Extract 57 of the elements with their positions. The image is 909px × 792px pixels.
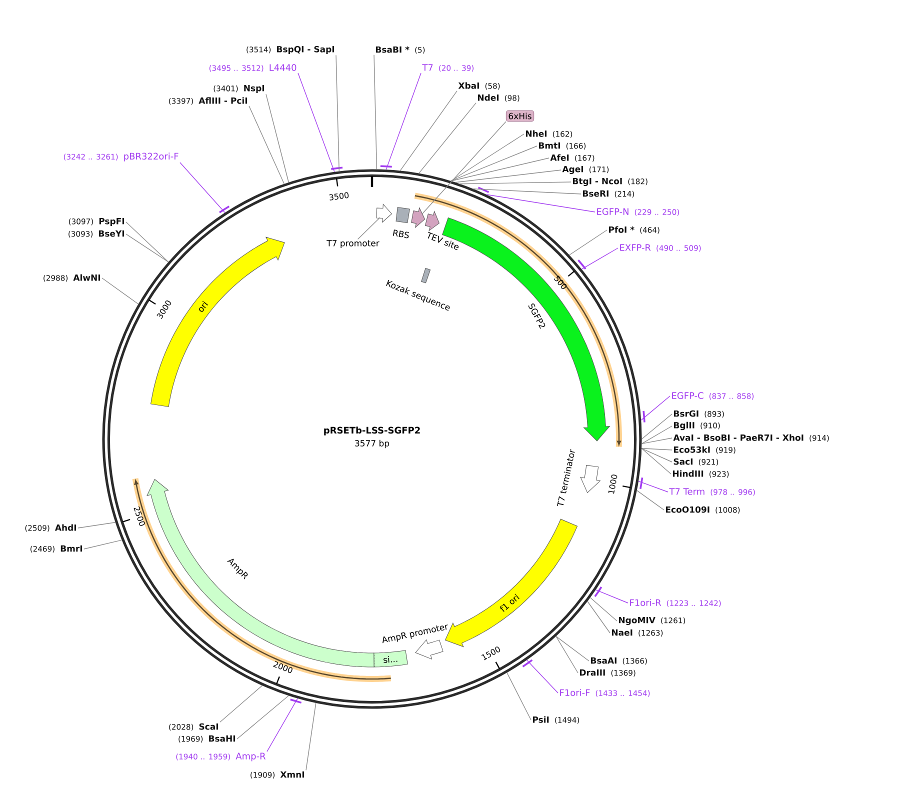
leader-line <box>180 162 226 214</box>
leader-line <box>266 698 298 752</box>
feature-pentagon <box>411 208 426 228</box>
tick-label: 500 <box>554 275 567 290</box>
leader-line <box>455 170 562 183</box>
leader-line <box>422 121 506 214</box>
leader-line <box>587 601 610 634</box>
leader-line <box>460 182 572 184</box>
leader-line <box>526 660 558 694</box>
plasmid-size: 3577 bp <box>355 440 390 448</box>
feature-segment: si... <box>373 650 408 668</box>
leader-line <box>450 146 538 182</box>
leader-line <box>595 590 628 604</box>
leader-line <box>556 636 590 662</box>
leader-line <box>556 636 578 674</box>
leader-line <box>641 426 672 444</box>
leader-line <box>220 685 263 722</box>
leader-line <box>386 72 422 170</box>
leader-line <box>126 234 169 262</box>
leader-line <box>641 414 672 440</box>
leader-line <box>78 522 116 528</box>
leader-line <box>126 222 169 262</box>
tick-label: 1000 <box>608 474 618 494</box>
leader-line <box>102 278 139 304</box>
feature-label: T7 promoter <box>326 240 380 248</box>
leader-line <box>641 448 672 462</box>
leader-line <box>472 188 582 194</box>
leader-line <box>450 158 550 182</box>
leader-line <box>418 102 476 174</box>
leader-line <box>568 230 608 256</box>
leader-line <box>248 106 285 184</box>
leader-line <box>306 702 316 771</box>
feature-pentagon <box>376 204 392 222</box>
leader-line <box>374 54 378 170</box>
feature-box: RBS <box>392 207 410 238</box>
leader-line <box>638 480 668 492</box>
leader-line <box>357 217 380 240</box>
leader-line <box>298 72 335 172</box>
leader-line <box>581 248 618 270</box>
leader-line <box>266 94 289 183</box>
leader-line <box>84 540 122 550</box>
leader-line <box>486 194 596 212</box>
feature-tag: 6xHis <box>506 110 534 122</box>
leader-line <box>506 672 532 720</box>
leader-line <box>236 695 289 740</box>
leader-line <box>641 448 672 474</box>
leader-line <box>641 448 672 450</box>
leader-line <box>636 490 664 510</box>
leader-line <box>590 597 618 622</box>
leader-line <box>641 438 672 444</box>
tick-label: 3500 <box>329 192 349 200</box>
node-label: RBS <box>392 230 410 238</box>
leader-line <box>450 134 524 182</box>
leader-line <box>336 54 340 172</box>
plasmid-name: pRSETb-LSS-SGFP2 <box>324 426 420 436</box>
leader-line <box>640 396 670 421</box>
leader-line <box>400 90 458 172</box>
